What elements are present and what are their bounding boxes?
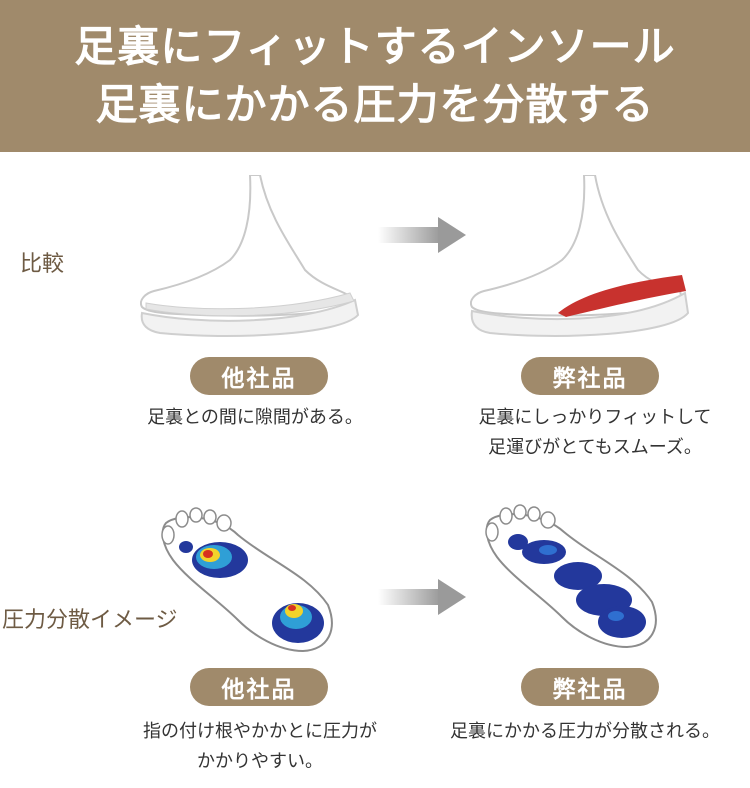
caption-line: 足裏にしっかりフィットして [478, 407, 712, 428]
caption-line: 足裏にかかる圧力が分散される。 [450, 721, 720, 742]
our-product-badge: 弊社品 [521, 357, 659, 395]
caption-line: 指の付け根やかかとに圧力が [143, 721, 377, 742]
pressure-map-distributed-image [485, 504, 657, 649]
other-product-badge: 他社品 [190, 668, 328, 706]
other-product-pressure-caption: 指の付け根やかかとに圧力が かかりやすい。 [115, 717, 405, 777]
other-product-badge: 他社品 [190, 357, 328, 395]
headline-line-2: 足裏にかかる圧力を分散する [95, 80, 655, 129]
our-product-pressure-caption: 足裏にかかる圧力が分散される。 [430, 717, 740, 747]
caption-line: 足裏との間に隙間がある。 [147, 407, 363, 428]
other-product-caption: 足裏との間に隙間がある。 [110, 403, 400, 433]
right-arrow-icon [378, 217, 466, 253]
pressure-map-concentrated-image [161, 507, 333, 653]
foot-on-fitted-insole-image [470, 175, 690, 337]
caption-line: 足運びがとてもスムーズ。 [488, 437, 702, 458]
headline-line-1: 足裏にフィットするインソール [74, 22, 676, 71]
caption-line: かかりやすい。 [197, 751, 323, 772]
our-product-caption: 足裏にしっかりフィットして 足運びがとてもスムーズ。 [450, 403, 740, 463]
comparison-label: 比較 [20, 252, 65, 277]
right-arrow-icon [378, 579, 466, 615]
our-product-badge: 弊社品 [521, 668, 659, 706]
header-banner: 足裏にフィットするインソール 足裏にかかる圧力を分散する [0, 0, 750, 152]
foot-on-flat-insole-image [140, 175, 360, 337]
pressure-label: 圧力分散イメージ [2, 608, 178, 633]
